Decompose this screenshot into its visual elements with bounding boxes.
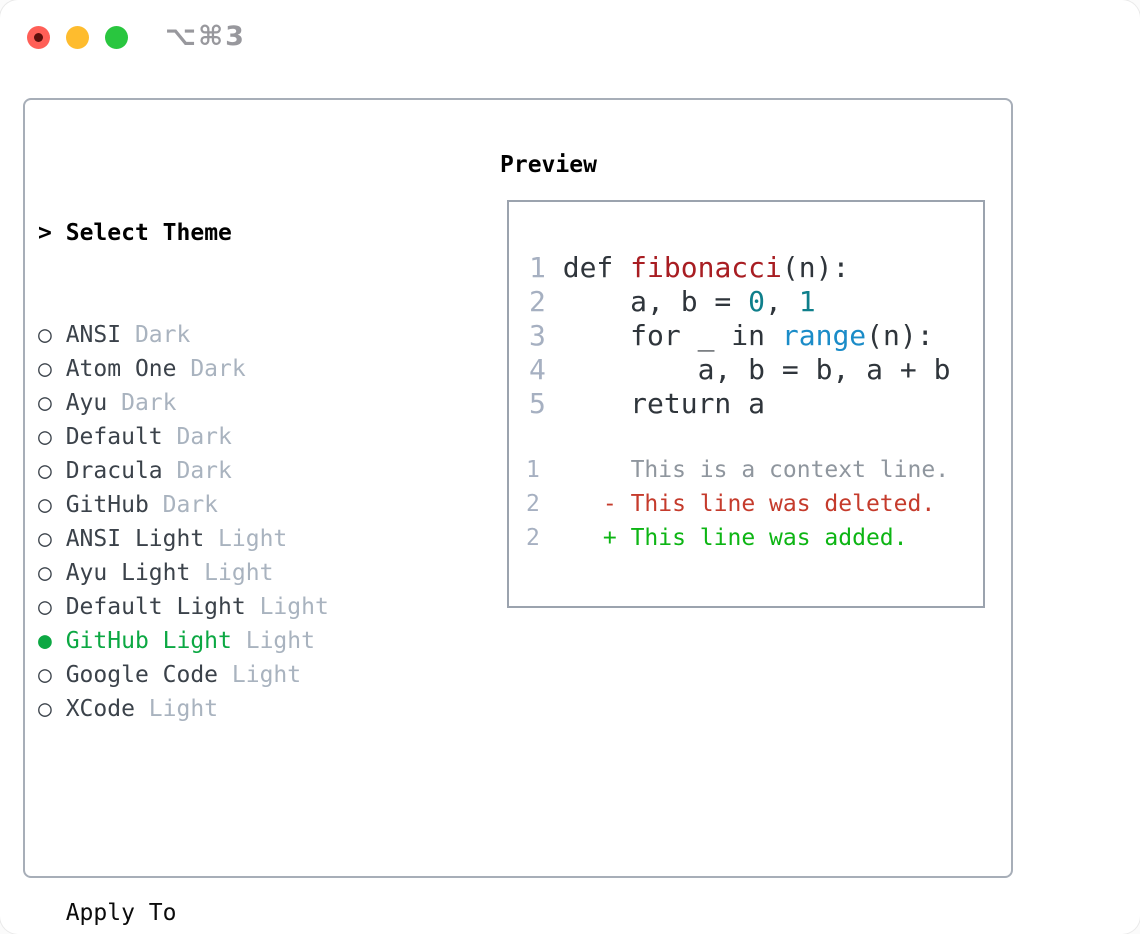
theme-option-ansi[interactable]: ○ ANSI Dark: [38, 318, 426, 352]
diff-text: This line was added.: [630, 525, 908, 551]
window-title: ⌥⌘3: [165, 21, 246, 52]
radio-icon: ○: [38, 322, 66, 348]
preview-title: Preview: [500, 152, 597, 178]
radio-icon: ○: [38, 458, 66, 484]
theme-option-dracula[interactable]: ○ Dracula Dark: [38, 454, 426, 488]
diff-line-added: 2 + This line was added.: [526, 521, 949, 555]
diff-marker-icon: [603, 457, 631, 483]
diff-line-context: 1 This is a context line.: [526, 453, 949, 487]
code-segment: a, b = b, a + b: [562, 353, 951, 386]
code-line: 2 a, b = 0, 1: [529, 285, 950, 319]
theme-option-atom-one[interactable]: ○ Atom One Dark: [38, 352, 426, 386]
zoom-button[interactable]: [105, 26, 128, 49]
record-dot-icon: [34, 33, 43, 42]
code-line: 5 return a: [529, 387, 950, 421]
radio-icon: ○: [38, 560, 66, 586]
diff-text: This is a context line.: [630, 457, 950, 483]
code-segment: (n):: [781, 251, 850, 284]
theme-option-google-code[interactable]: ○ Google Code Light: [38, 658, 426, 692]
radio-icon: ●: [38, 628, 66, 654]
theme-name: Default: [65, 424, 163, 450]
minimize-button[interactable]: [66, 26, 89, 49]
theme-name: Dracula: [65, 458, 163, 484]
code-segment: for _ in: [562, 319, 782, 352]
line-number: 2: [529, 285, 563, 318]
code-segment: 1: [798, 285, 816, 318]
radio-icon: ○: [38, 594, 66, 620]
prompt-icon: >: [38, 220, 52, 246]
theme-variant: Dark: [162, 424, 232, 450]
select-theme-header: > Select Theme: [38, 216, 426, 250]
theme-name: GitHub Light: [65, 628, 232, 654]
theme-name: Ayu: [65, 390, 108, 416]
theme-name: ANSI: [65, 322, 122, 348]
theme-name: Ayu Light: [65, 560, 191, 586]
code-segment: a, b =: [562, 285, 749, 318]
theme-option-default[interactable]: ○ Default Dark: [38, 420, 426, 454]
theme-option-ansi-light[interactable]: ○ ANSI Light Light: [38, 522, 426, 556]
code-line: 1 def fibonacci(n):: [529, 251, 950, 285]
code-segment: ,: [765, 285, 799, 318]
theme-name: Google Code: [65, 662, 219, 688]
line-number: 4: [529, 353, 563, 386]
theme-variant: Dark: [162, 458, 232, 484]
code-line: 3 for _ in range(n):: [529, 319, 950, 353]
select-theme-title: Select Theme: [65, 220, 232, 246]
diff-line-deleted: 2 - This line was deleted.: [526, 487, 949, 521]
theme-name: Default Light: [65, 594, 246, 620]
code-segment: (n):: [866, 319, 934, 352]
theme-name: XCode: [65, 696, 135, 722]
theme-option-xcode[interactable]: ○ XCode Light: [38, 692, 426, 726]
radio-icon: ○: [38, 526, 66, 552]
theme-list: ○ ANSI Dark○ Atom One Dark○ Ayu Dark○ De…: [38, 318, 426, 726]
theme-picker: > Select Theme ○ ANSI Dark○ Atom One Dar…: [38, 148, 426, 934]
theme-variant: Dark: [176, 356, 246, 382]
radio-icon: ○: [38, 424, 66, 450]
theme-option-default-light[interactable]: ○ Default Light Light: [38, 590, 426, 624]
line-number: 1: [529, 251, 563, 284]
code-segment: fibonacci: [630, 251, 782, 284]
close-button[interactable]: [27, 26, 50, 49]
diff-text: This line was deleted.: [630, 491, 936, 517]
radio-icon: ○: [38, 662, 66, 688]
theme-variant: Dark: [107, 390, 177, 416]
theme-variant: Dark: [148, 492, 219, 518]
spacer: [38, 794, 426, 828]
theme-option-github[interactable]: ○ GitHub Dark: [38, 488, 426, 522]
line-number: 2: [526, 525, 540, 551]
line-number: 1: [526, 457, 540, 483]
theme-name: ANSI Light: [65, 526, 205, 552]
line-number: 2: [526, 491, 540, 517]
theme-variant: Dark: [121, 322, 191, 348]
theme-variant: Light: [204, 526, 288, 552]
theme-option-ayu[interactable]: ○ Ayu Dark: [38, 386, 426, 420]
theme-variant: Light: [218, 662, 302, 688]
code-segment: range: [781, 319, 867, 352]
theme-variant: Light: [231, 628, 315, 654]
theme-variant: Light: [245, 594, 329, 620]
diff-marker-icon: +: [602, 525, 631, 551]
code-segment: def: [562, 251, 631, 284]
diff-preview: 1 This is a context line. 2 - This line wa…: [526, 453, 949, 555]
code-segment: 0: [748, 285, 766, 318]
apply-to-header: Apply To: [65, 900, 177, 926]
theme-name: GitHub: [65, 492, 149, 518]
theme-option-ayu-light[interactable]: ○ Ayu Light Light: [38, 556, 426, 590]
radio-icon: ○: [38, 390, 66, 416]
line-number: 3: [529, 319, 563, 352]
line-number: 5: [529, 387, 563, 420]
theme-name: Atom One: [65, 356, 177, 382]
theme-variant: Light: [134, 696, 219, 722]
code-segment: return a: [562, 387, 766, 420]
radio-icon: ○: [38, 492, 66, 518]
theme-option-github-light[interactable]: ● GitHub Light Light: [38, 624, 426, 658]
code-line: 4 a, b = b, a + b: [529, 353, 950, 387]
theme-variant: Light: [190, 560, 274, 586]
diff-marker-icon: -: [602, 491, 631, 517]
radio-icon: ○: [38, 696, 66, 722]
radio-icon: ○: [38, 356, 66, 382]
